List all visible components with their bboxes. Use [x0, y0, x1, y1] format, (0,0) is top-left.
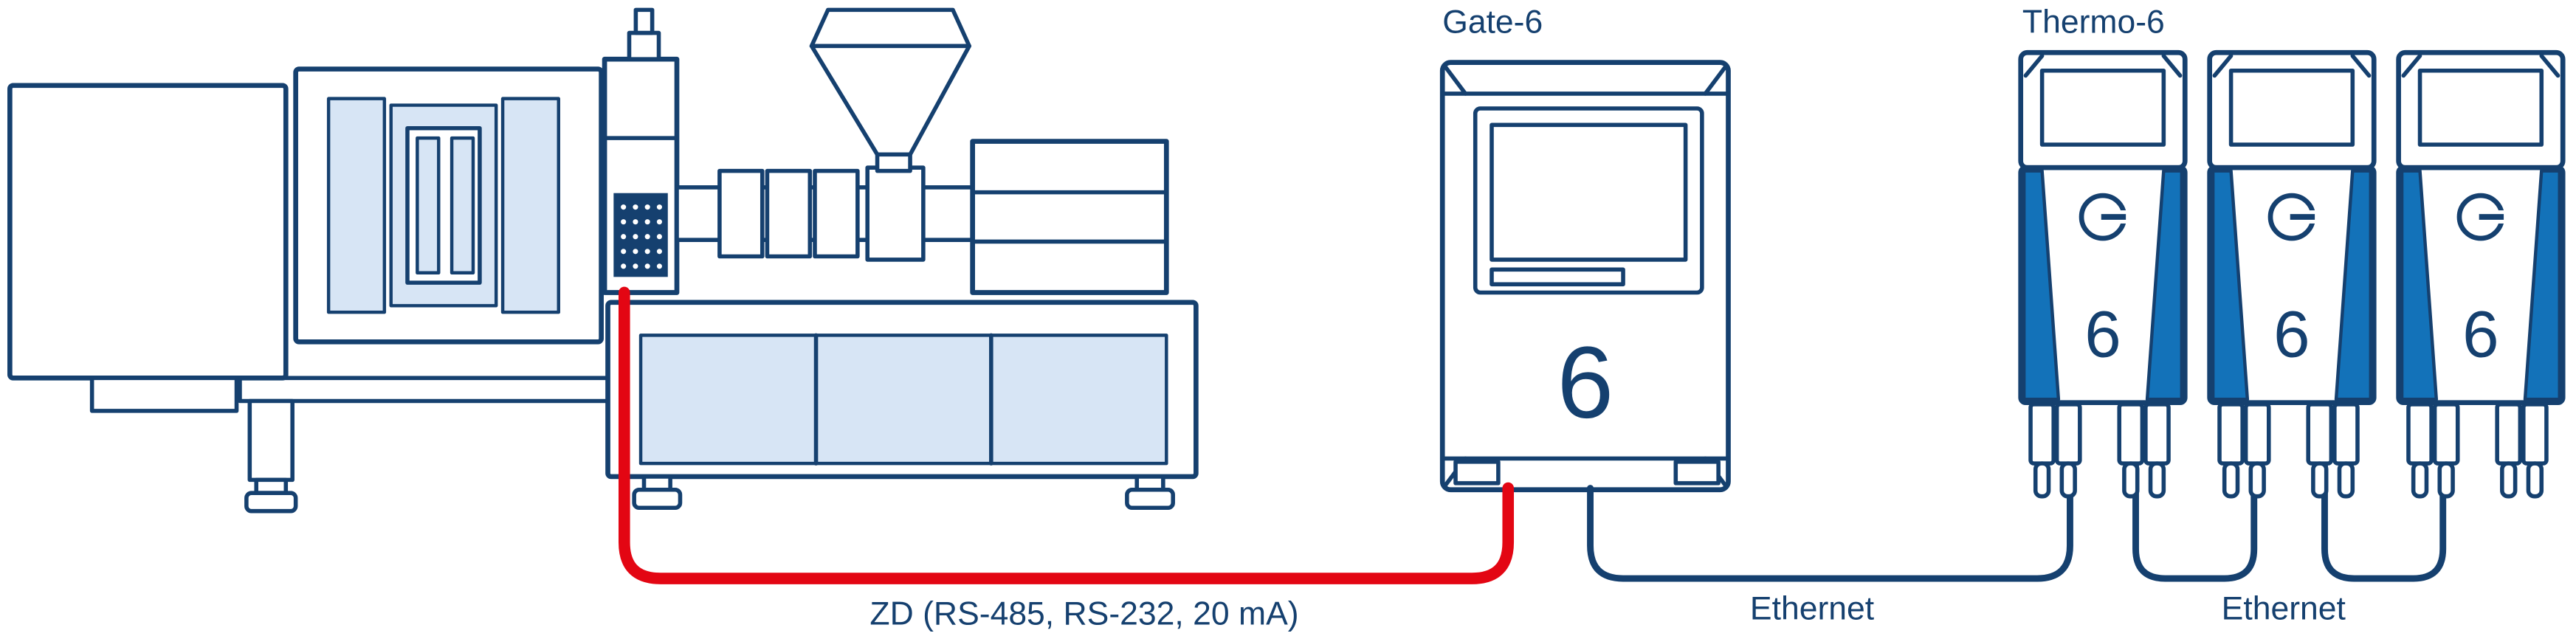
- thermo-label: Thermo-6: [2022, 4, 2165, 41]
- ethernet-label-1: Ethernet: [1750, 591, 1875, 627]
- gate-foot-right: [1673, 460, 1721, 485]
- gate-top-chamfer-left: [1443, 65, 1468, 96]
- heater-band-2: [765, 168, 813, 259]
- hopper-lid: [809, 7, 971, 49]
- heater-band-1: [717, 168, 765, 259]
- platen-right: [500, 97, 560, 314]
- signal-beacon-base: [627, 30, 661, 61]
- zd-cable-label: ZD (RS-485, RS-232, 20 mA): [869, 595, 1298, 632]
- gate-label: Gate-6: [1442, 4, 1543, 41]
- thermo-6-unit-3: [2399, 52, 2563, 496]
- base-foot-right-pad: [1125, 487, 1175, 511]
- zd-cable: [619, 286, 1515, 584]
- mold-insert-right: [450, 136, 475, 274]
- machine-leg-foot-pad: [244, 491, 298, 514]
- base-foot-left-pad: [632, 487, 683, 511]
- guard-pedestal: [89, 376, 239, 413]
- hopper-neck: [875, 152, 912, 173]
- safety-guard: [7, 83, 289, 381]
- platen-left: [326, 97, 387, 314]
- mold-insert-left: [416, 136, 441, 274]
- machine-bed: [238, 376, 624, 404]
- hopper-funnel: [809, 44, 971, 157]
- feed-throat: [865, 165, 926, 262]
- ethernet-cable-1: [1587, 407, 2073, 582]
- gate-6-unit: 6: [1439, 60, 1731, 493]
- gate-screen-ledge: [1490, 267, 1625, 287]
- gate-top-chamfer-right: [1703, 65, 1727, 96]
- gate-foot-left: [1453, 460, 1501, 485]
- heater-band-3: [813, 168, 860, 259]
- ethernet-cable-3: [2321, 407, 2447, 582]
- machine-leg: [247, 398, 295, 483]
- injection-molding-machine: [7, 7, 1199, 514]
- ethernet-cable-2: [2132, 407, 2258, 582]
- thermo-6-unit-2: [2210, 52, 2374, 496]
- gate-screen: [1490, 122, 1688, 262]
- base-panel: [638, 333, 1168, 466]
- drive-housing: [970, 139, 1169, 295]
- gate-digit: 6: [1557, 326, 1614, 440]
- ethernet-label-2: Ethernet: [2222, 591, 2346, 627]
- thermo-6-unit-1: [2021, 52, 2186, 496]
- signal-beacon-top: [633, 7, 655, 35]
